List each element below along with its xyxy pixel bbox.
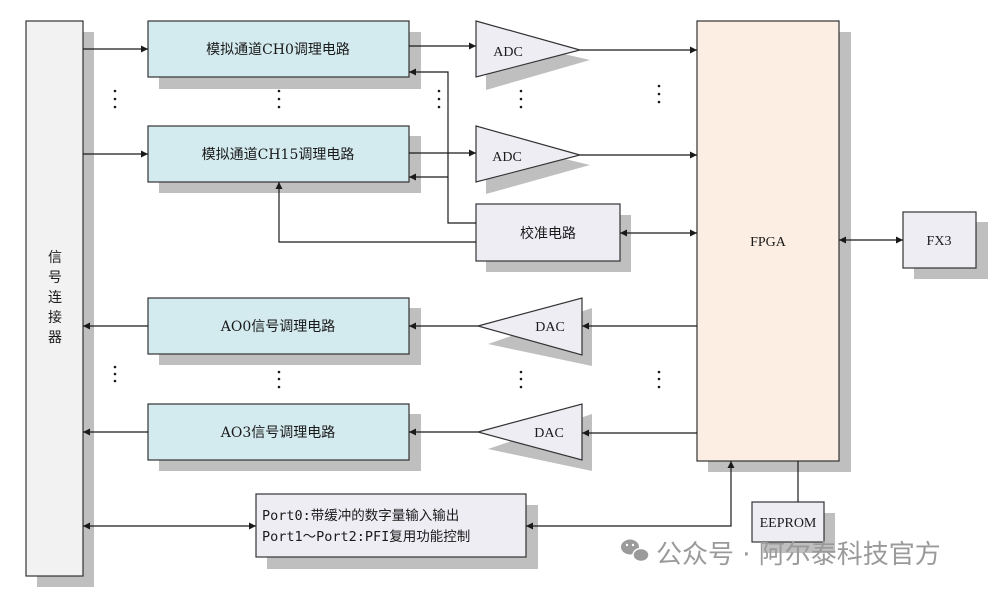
fpga-block [696,20,840,462]
connector-char: 信 [48,250,62,266]
digital-io-fpga-bidir-arrow [526,461,735,530]
ellipsis-icon [657,370,661,389]
ao0-label: AO0信号调理电路 [220,319,336,335]
eeprom-label: EEPROM [760,516,817,531]
watermark-text: 公众号 · 阿尔泰科技官方 [656,540,941,570]
watermark: 公众号 · 阿尔泰科技官方 [621,539,941,570]
ellipsis-icon [437,89,441,109]
ellipsis-icon [519,370,523,389]
calibration-block [475,203,621,262]
calibration-to-ch15-bottom-arrow [275,182,476,243]
ellipsis-markers [113,84,661,389]
adc15-triangle [475,125,583,183]
digital-io-line2: Port1～Port2:PFI复用功能控制 [262,528,470,545]
ellipsis-icon [519,89,523,109]
connector-label: 信 号 连 接 器 [48,250,62,346]
ch0-label: 模拟通道CH0调理电路 [206,42,350,58]
wechat-icon [621,539,650,563]
calibration-label: 校准电路 [520,225,576,242]
ao0-conditioning-block [147,297,410,355]
adc0-triangle [475,20,583,78]
connector-char: 连 [48,290,62,306]
adc0-label: ADC [493,45,523,60]
ao3-conditioning-block [147,403,410,461]
fx3-label: FX3 [927,234,952,249]
connector-char: 号 [48,270,62,286]
fx3-block [902,211,977,269]
ellipsis-icon [113,89,117,109]
dac0-label: DAC [535,320,565,335]
digital-io-block [255,493,527,558]
signal-connector-block [25,20,84,577]
ch0-conditioning-block [147,20,410,78]
connector-char: 接 [48,309,62,326]
adc15-label: ADC [492,150,522,165]
ellipsis-icon [277,89,281,109]
ellipsis-icon [277,370,281,389]
connector-char: 器 [48,330,62,346]
eeprom-block [751,501,825,543]
ellipsis-icon [657,84,661,104]
ch15-label: 模拟通道CH15调理电路 [202,147,355,163]
calibration-to-ch0-arrow [409,68,476,224]
ellipsis-icon [113,365,117,383]
fpga-label: FPGA [750,235,787,250]
digital-io-line1: Port0:带缓冲的数字量输入输出 [262,508,459,524]
dac3-label: DAC [534,426,564,441]
ao3-label: AO3信号调理电路 [220,425,336,441]
